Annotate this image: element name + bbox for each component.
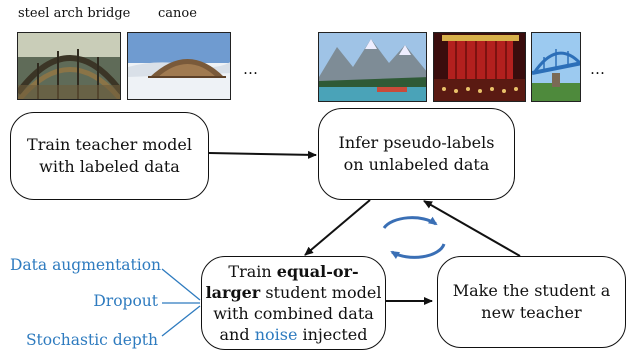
new-teacher-box: Make the student a new teacher	[437, 256, 626, 348]
noise-line-augmentation	[161, 268, 201, 301]
new-teacher-line2: new teacher	[481, 303, 582, 322]
noise-data-augmentation: Data augmentation	[10, 256, 162, 274]
infer-line2: on unlabeled data	[343, 155, 490, 174]
noise-stochastic-depth: Stochastic depth	[25, 331, 158, 349]
arrow-infer-to-student	[304, 199, 371, 256]
train-student-line4: and noise injected	[219, 325, 368, 344]
train-teacher-line2: with labeled data	[39, 157, 180, 176]
infer-line1: Infer pseudo-labels	[338, 133, 495, 152]
noise-line-stochastic	[161, 305, 201, 337]
mountain-lake-photo	[318, 32, 427, 102]
train-student-line1: Train equal-or-	[228, 262, 359, 281]
theater-stage-photo	[433, 32, 526, 102]
train-teacher-line1: Train teacher model	[27, 135, 192, 154]
train-student-line3: with combined data	[213, 304, 374, 323]
labeled-ellipsis: …	[243, 60, 258, 78]
train-student-box: Train equal-or- larger student model wit…	[201, 256, 386, 350]
cycle-arrow-top	[382, 216, 438, 229]
blue-bridge-photo	[531, 32, 581, 102]
train-teacher-box: Train teacher model with labeled data	[10, 112, 209, 200]
canoe-in-snow-photo	[127, 32, 231, 100]
unlabeled-ellipsis: …	[590, 60, 605, 78]
train-student-line2: larger student model	[205, 283, 382, 302]
arrow-teacher-to-infer	[208, 150, 317, 159]
cycle-arrow-bottom	[390, 243, 446, 260]
caption-canoe: canoe	[158, 6, 197, 21]
noise-word: noise	[254, 325, 298, 344]
noise-dropout: Dropout	[93, 292, 158, 310]
infer-pseudo-labels-box: Infer pseudo-labels on unlabeled data	[318, 108, 515, 200]
new-teacher-line1: Make the student a	[452, 281, 611, 300]
steel-arch-bridge-photo	[17, 32, 121, 100]
arrow-new-teacher-to-infer	[423, 200, 521, 257]
caption-steel-arch-bridge: steel arch bridge	[18, 6, 131, 21]
